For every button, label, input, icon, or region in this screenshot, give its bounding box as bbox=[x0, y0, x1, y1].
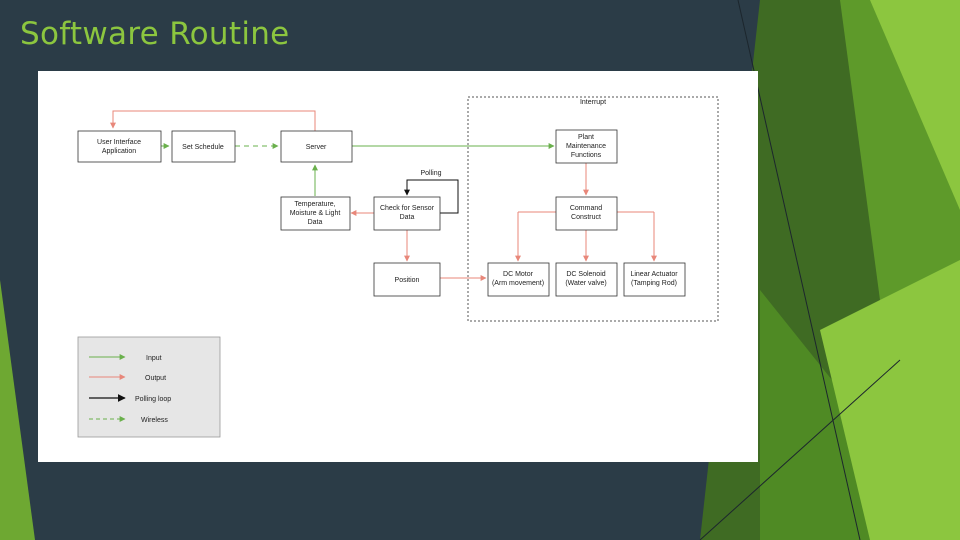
svg-text:Linear Actuator(Tamping Rod): Linear Actuator(Tamping Rod) bbox=[630, 271, 678, 287]
bg-shape-3 bbox=[870, 0, 960, 210]
svg-text:DC Solenoid(Water valve): DC Solenoid(Water valve) bbox=[565, 271, 606, 287]
interrupt-label: Interrupt bbox=[580, 99, 606, 106]
bg-shape-6 bbox=[0, 280, 35, 540]
arrow-server-to-ui bbox=[110, 110, 316, 131]
svg-text:Set Schedule: Set Schedule bbox=[182, 144, 224, 151]
slide-title: Software Routine bbox=[20, 16, 290, 52]
set-schedule-box: Set Schedule bbox=[171, 130, 236, 163]
linear-actuator-box: Linear Actuator(Tamping Rod) bbox=[623, 262, 686, 297]
svg-text:DC Motor(Arm movement): DC Motor(Arm movement) bbox=[492, 271, 544, 287]
legend-output-label: Output bbox=[145, 375, 166, 382]
dc-motor-box: DC Motor(Arm movement) bbox=[487, 262, 550, 297]
bg-shape-5 bbox=[820, 260, 960, 540]
dc-solenoid-box: DC Solenoid(Water valve) bbox=[555, 262, 618, 297]
arrow-polling-loop bbox=[404, 179, 459, 214]
legend: Input Output Polling loop Wireless bbox=[77, 336, 221, 438]
legend-polling-label: Polling loop bbox=[135, 396, 171, 403]
polling-label: Polling bbox=[420, 170, 441, 177]
svg-text:Server: Server bbox=[306, 144, 327, 151]
legend-input-label: Input bbox=[146, 355, 162, 362]
position-box: Position bbox=[373, 262, 441, 297]
svg-text:Position: Position bbox=[395, 277, 420, 284]
server-box: Server bbox=[280, 130, 353, 163]
interrupt-region bbox=[467, 96, 719, 322]
legend-wireless-label: Wireless bbox=[141, 417, 168, 424]
